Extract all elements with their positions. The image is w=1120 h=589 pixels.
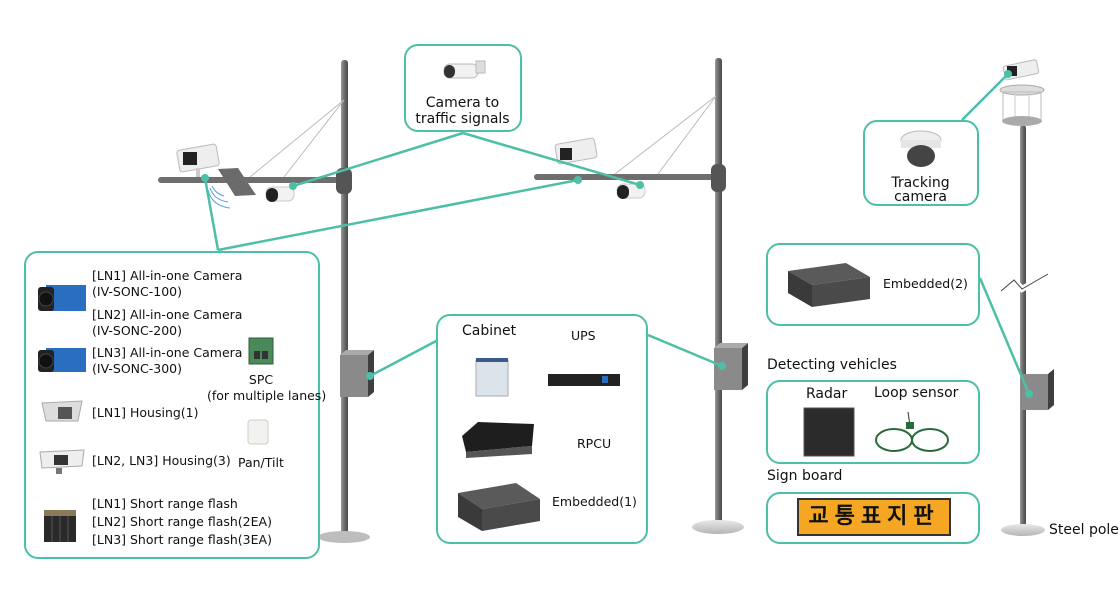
callout-camera-to-traffic-signals: Camera to traffic signals [404, 44, 522, 132]
connector-dots [201, 70, 1033, 398]
spc-board-icon [248, 337, 274, 365]
box-camera-icon [38, 348, 86, 372]
detecting-vehicles-title: Detecting vehicles [767, 357, 897, 373]
box-camera-icon [38, 285, 86, 311]
korean-sign-board: 교통표지판 [797, 498, 951, 536]
pan-tilt-icon [247, 419, 269, 445]
camera-signals-label-line1: Camera to [425, 95, 500, 111]
housing-icon [41, 400, 83, 422]
gantry-pole-2 [534, 58, 748, 534]
bullet-camera-icon [443, 60, 486, 79]
ln2-camera-label: [LN2] All-in-one Camera [92, 307, 243, 322]
cabinet-equipment-panel: Cabinet UPS RPCU Embedded(1) [436, 314, 648, 544]
spc-sublabel: (for multiple lanes) [207, 388, 327, 403]
cabinet-box-icon [340, 350, 374, 397]
ln1-housing-label: [LN1] Housing(1) [92, 405, 199, 420]
callout-tracking-camera: Tracking camera [863, 120, 979, 206]
cabinet-box-icon [1022, 369, 1054, 410]
ln1-camera-model: (IV-SONC-100) [92, 284, 182, 299]
tracking-label-line1: Tracking [891, 175, 950, 191]
flash-icon [44, 510, 76, 542]
radar-icon [803, 407, 855, 457]
steel-pole-label: Steel pole [1049, 522, 1119, 538]
housing-icon [39, 449, 85, 474]
ln3-camera-label: [LN3] All-in-one Camera [92, 345, 243, 360]
ln2-ln3-housing-label: [LN2, LN3] Housing(3) [92, 453, 231, 468]
ups-label: UPS [571, 328, 596, 343]
ln3-camera-model: (IV-SONC-300) [92, 361, 182, 376]
embedded-unit-icon [788, 263, 870, 307]
solar-panel-icon [218, 168, 256, 196]
loop-sensor-label: Loop sensor [874, 385, 959, 401]
camera-signals-label-line2: traffic signals [415, 111, 510, 127]
bullet-camera-on-gantry-2 [616, 183, 646, 199]
detecting-vehicles-panel: Radar Loop sensor [766, 380, 980, 464]
embedded1-label: Embedded(1) [552, 494, 637, 509]
box-camera-on-gantry-2 [554, 137, 598, 165]
cabinet-label: Cabinet [462, 323, 517, 339]
wireless-signal-icon [207, 185, 231, 209]
pole-top-basket [999, 84, 1045, 126]
ln1-camera-label: [LN1] All-in-one Camera [92, 268, 243, 283]
loop-sensor-icon [875, 411, 949, 452]
embedded2-label: Embedded(2) [883, 276, 968, 291]
rpcu-unit-icon [462, 422, 534, 458]
ln2-camera-model: (IV-SONC-200) [92, 323, 182, 338]
lane-equipment-panel: [LN1] All-in-one Camera (IV-SONC-100) [L… [24, 251, 326, 559]
rpcu-label: RPCU [577, 436, 612, 451]
bullet-camera-on-gantry-1 [265, 186, 295, 202]
ups-unit-icon [548, 374, 620, 386]
pan-tilt-label: Pan/Tilt [238, 455, 284, 470]
tracking-label-line2: camera [894, 189, 947, 205]
sign-board-panel: 교통표지판 [766, 492, 980, 544]
cabinet-box-icon [714, 343, 748, 390]
outdoor-cabinet-icon [475, 358, 509, 397]
ln3-flash-label: [LN3] Short range flash(3EA) [92, 532, 272, 547]
dome-camera-icon [900, 130, 942, 167]
embedded2-panel: Embedded(2) [766, 243, 980, 326]
connector-lines [203, 73, 1031, 395]
radar-label: Radar [806, 386, 848, 402]
box-camera-on-gantry-1 [176, 143, 220, 177]
embedded-unit-icon [458, 483, 540, 531]
sign-board-title: Sign board [767, 468, 843, 484]
spc-label: SPC [248, 372, 274, 387]
ln1-flash-label: [LN1] Short range flash [92, 496, 238, 511]
ln2-flash-label: [LN2] Short range flash(2EA) [92, 514, 272, 529]
steel-pole-3 [999, 59, 1054, 536]
